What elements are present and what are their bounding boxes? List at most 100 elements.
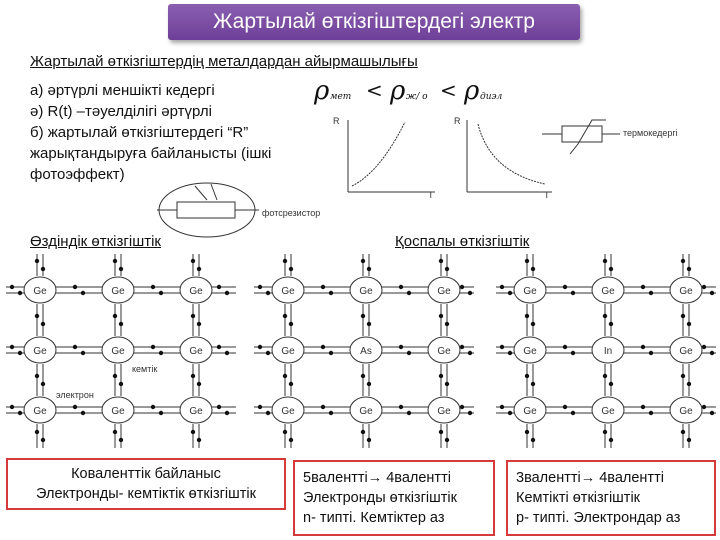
- electron-dot: [360, 373, 366, 379]
- property-list: а) әртүрлі меншікті кедергі ә) R(t) –тәу…: [30, 80, 330, 185]
- electron-dot: [150, 344, 156, 350]
- electron-dot: [216, 404, 222, 410]
- electron-dot: [680, 313, 686, 319]
- electron-dot: [40, 321, 46, 327]
- electron-dot: [9, 404, 15, 410]
- electron-dot: [444, 381, 450, 387]
- box-line: n- типті. Кемтіктер аз: [303, 510, 445, 526]
- electron-dot: [257, 284, 263, 290]
- sub-semiconductor: ж/ о: [406, 92, 428, 102]
- electron-dot: [320, 404, 326, 410]
- atom-circle: [23, 396, 57, 424]
- resistivity-formula: ρ мет < ρ ж/ о < ρ диэл: [314, 76, 534, 110]
- atom-circle: [101, 276, 135, 304]
- t-axis-label: T: [544, 190, 550, 200]
- electron-dot: [648, 410, 654, 416]
- electron-dot: [562, 284, 568, 290]
- electron-dot: [265, 290, 271, 296]
- box-line: Электронды өткізгіштік: [303, 490, 457, 506]
- electron-dot: [360, 313, 366, 319]
- atom-circle: [349, 396, 383, 424]
- electron-dot: [438, 313, 444, 319]
- electron-dot: [406, 290, 412, 296]
- rho-symbol: ρ: [314, 76, 330, 106]
- atom-label: Ge: [359, 406, 373, 417]
- hole-label: кемтік: [132, 364, 158, 374]
- atom-label: Ge: [359, 286, 373, 297]
- electron-dot: [366, 437, 372, 443]
- atom-circle: [513, 276, 547, 304]
- electron-dot: [150, 284, 156, 290]
- atom-label: Ge: [111, 406, 125, 417]
- electron-dot: [150, 404, 156, 410]
- atom-circle: [669, 276, 703, 304]
- electron-dot: [190, 313, 196, 319]
- electron-dot: [282, 258, 288, 264]
- atom-label: As: [360, 346, 372, 357]
- electron-dot: [196, 266, 202, 272]
- electron-dot: [40, 381, 46, 387]
- electron-dot: [360, 429, 366, 435]
- atom-circle: [513, 336, 547, 364]
- electron-dot: [398, 344, 404, 350]
- atom-label: Ge: [523, 346, 537, 357]
- electron-dot: [438, 373, 444, 379]
- electron-dot: [118, 321, 124, 327]
- electron-dot: [360, 258, 366, 264]
- atom-label: Ge: [679, 346, 693, 357]
- electron-dot: [190, 258, 196, 264]
- electron-dot: [118, 381, 124, 387]
- less-than: <: [366, 78, 383, 102]
- electron-dot: [709, 410, 715, 416]
- electron-dot: [680, 429, 686, 435]
- atom-label: Ge: [281, 406, 295, 417]
- less-than: <: [440, 78, 457, 102]
- electron-dot: [562, 404, 568, 410]
- electron-dot: [328, 290, 334, 296]
- electron-dot: [507, 410, 513, 416]
- box-line: 5валентті→ 4валентті: [303, 470, 451, 486]
- electron-dot: [224, 290, 230, 296]
- electron-dot: [34, 429, 40, 435]
- electron-dot: [467, 350, 473, 356]
- electron-dot: [366, 381, 372, 387]
- atom-circle: [669, 396, 703, 424]
- electron-dot: [366, 321, 372, 327]
- atom-label: Ge: [601, 406, 615, 417]
- electron-dot: [112, 373, 118, 379]
- electron-dot: [701, 344, 707, 350]
- electron-dot: [530, 321, 536, 327]
- atom-circle: [271, 276, 305, 304]
- atom-circle: [271, 336, 305, 364]
- electron-dot: [288, 266, 294, 272]
- electron-dot: [602, 429, 608, 435]
- box-line: p- типті. Электрондар аз: [516, 510, 681, 526]
- atom-label: Ge: [33, 346, 47, 357]
- electron-dot: [80, 350, 86, 356]
- r-axis-label: R: [454, 116, 461, 126]
- electron-dot: [190, 429, 196, 435]
- light-arrow: [210, 183, 218, 201]
- atom-circle: [101, 336, 135, 364]
- electron-dot: [158, 290, 164, 296]
- electron-dot: [196, 321, 202, 327]
- electron-dot: [444, 321, 450, 327]
- electron-dot: [444, 266, 450, 272]
- electron-dot: [196, 437, 202, 443]
- electron-dot: [328, 350, 334, 356]
- t-axis-label: T: [428, 190, 434, 200]
- electron-dot: [224, 410, 230, 416]
- subtitle: Жартылай өткізгіштердің металдардан айыр…: [30, 53, 418, 70]
- electron-dot: [459, 284, 465, 290]
- electron-dot: [524, 313, 530, 319]
- electron-dot: [72, 284, 78, 290]
- box-line: Электронды- кемтіктік өткізгіштік: [36, 486, 256, 502]
- electron-dot: [570, 350, 576, 356]
- electron-dot: [366, 266, 372, 272]
- electron-dot: [17, 410, 23, 416]
- electron-dot: [112, 313, 118, 319]
- electron-dot: [701, 284, 707, 290]
- sub-dielectric: диэл: [480, 92, 503, 102]
- atom-circle: [427, 336, 461, 364]
